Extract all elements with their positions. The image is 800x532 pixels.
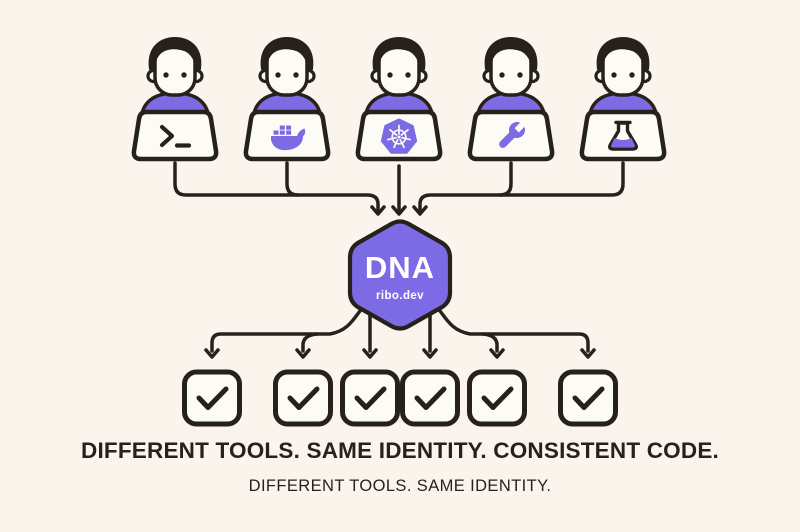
headline: DIFFERENT TOOLS. SAME IDENTITY. CONSISTE… (81, 438, 719, 463)
checkbox-4 (403, 372, 458, 424)
subheadline: DIFFERENT TOOLS. SAME IDENTITY. (248, 477, 552, 495)
developer-terminal (134, 37, 216, 159)
docker-icon (271, 125, 306, 151)
dna-title: DNA (365, 250, 435, 285)
terminal-icon (159, 124, 192, 148)
checkbox-6 (561, 372, 616, 424)
kubernetes-icon (380, 118, 418, 154)
dna-hexagon-badge: DNA ribo.dev (347, 219, 453, 331)
flask-icon (608, 120, 638, 151)
dna-subtitle: ribo.dev (376, 290, 424, 302)
checkbox-2 (276, 372, 331, 424)
checkbox-5 (470, 372, 525, 424)
checkbox-1 (185, 372, 240, 424)
checkbox-3 (343, 372, 398, 424)
wrench-icon (499, 120, 527, 148)
convergence-arrows (173, 161, 625, 216)
